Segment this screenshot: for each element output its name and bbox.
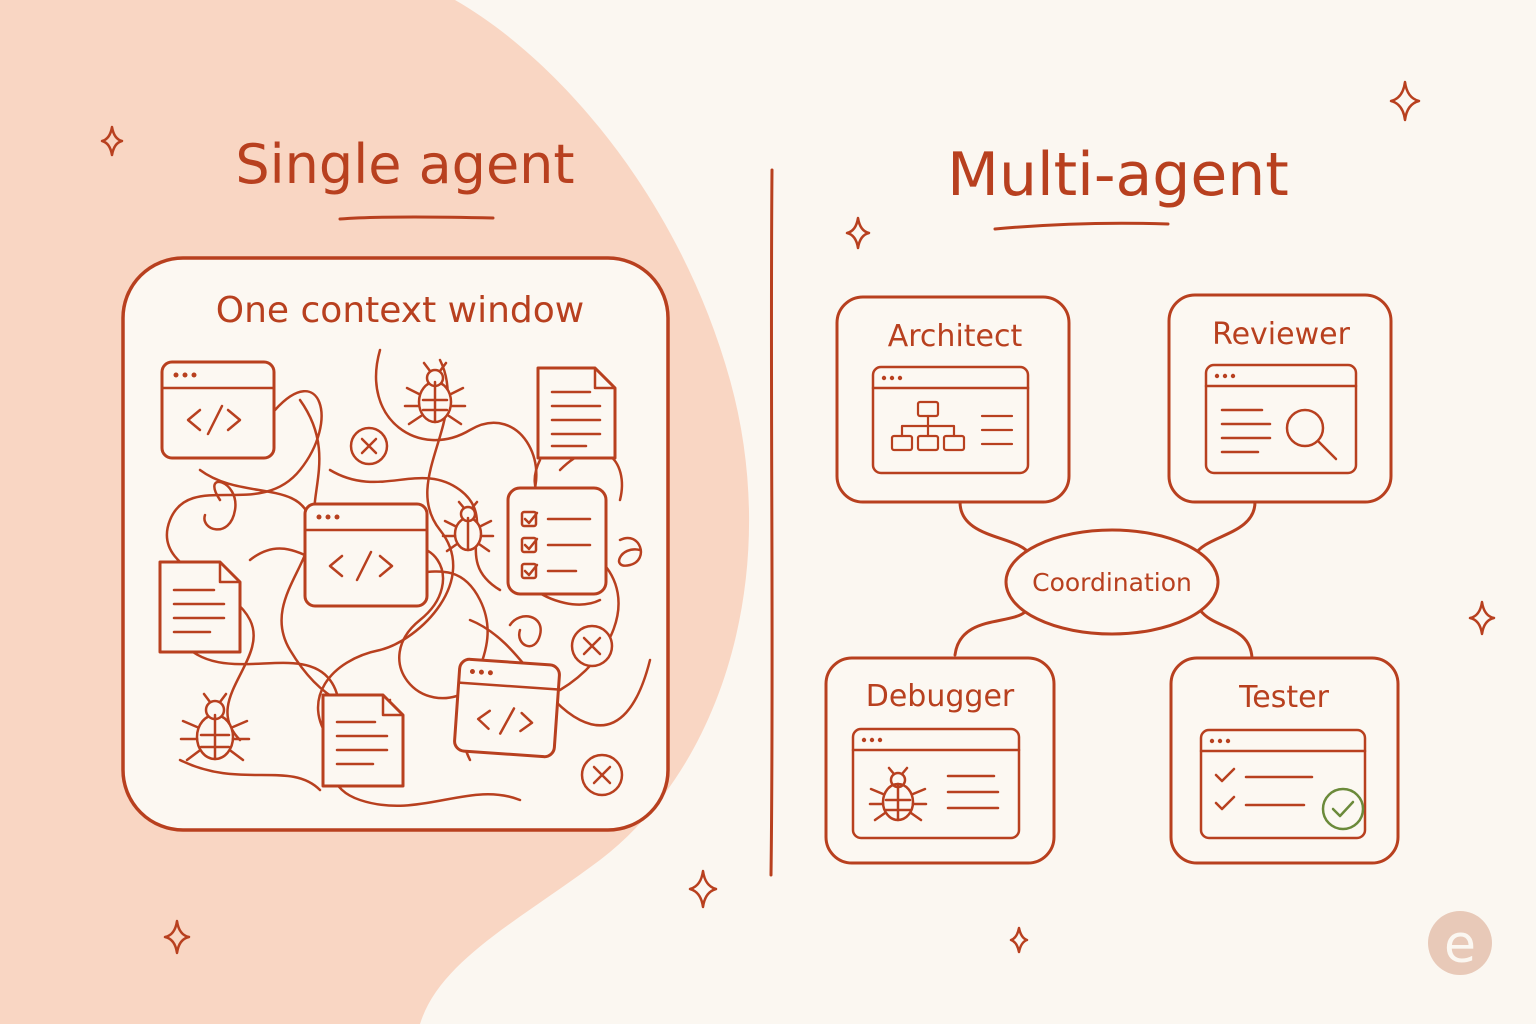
- error-circle-icon: [570, 624, 614, 668]
- agent-card-architect: Architect: [835, 295, 1071, 504]
- sparkle-icon: [845, 216, 871, 250]
- sparkle-icon: [1468, 600, 1496, 636]
- bug-icon: [179, 692, 251, 762]
- title-underline: [993, 221, 1170, 231]
- document-icon: [536, 366, 617, 460]
- panel-divider: [769, 168, 774, 877]
- coordination-hub: Coordination: [1004, 528, 1220, 636]
- agent-label-reviewer: Reviewer: [1212, 317, 1350, 352]
- agent-card-debugger: Debugger: [824, 656, 1056, 865]
- brand-logo-letter: e: [1444, 915, 1476, 975]
- green-check-icon: [1321, 787, 1365, 831]
- sparkle-icon: [688, 869, 718, 909]
- checkmark-window-icon: [1199, 728, 1367, 840]
- bug-window-icon: [851, 727, 1021, 840]
- multi-agent-title: Multi-agent: [947, 140, 1289, 210]
- agent-label-architect: Architect: [888, 319, 1023, 354]
- error-circle-icon: [349, 426, 389, 466]
- agent-card-reviewer: Reviewer: [1167, 293, 1393, 504]
- agent-card-tester: Tester: [1169, 656, 1400, 865]
- magnifier-window-icon: [1204, 363, 1358, 475]
- coordination-label: Coordination: [1032, 568, 1192, 597]
- sparkle-icon: [100, 125, 124, 157]
- sparkle-icon: [1389, 80, 1421, 122]
- code-window-icon: [160, 360, 276, 460]
- code-window-icon: [303, 502, 429, 608]
- checklist-icon: [506, 486, 608, 596]
- connector-lines: [953, 500, 1257, 660]
- brand-logo: e: [1428, 911, 1492, 975]
- bug-icon: [403, 361, 467, 426]
- title-underline: [338, 215, 495, 221]
- single-agent-title: Single agent: [235, 133, 574, 196]
- context-window-label: One context window: [216, 290, 584, 331]
- code-window-icon: [453, 657, 561, 759]
- flowchart-window-icon: [871, 365, 1030, 475]
- sparkle-icon: [163, 919, 191, 955]
- document-icon: [321, 693, 405, 788]
- bug-icon: [441, 500, 495, 553]
- sparkle-icons: [100, 80, 1496, 955]
- agent-label-debugger: Debugger: [866, 679, 1015, 714]
- sparkle-icon: [1009, 926, 1029, 954]
- agent-label-tester: Tester: [1238, 680, 1330, 715]
- error-circle-icon: [580, 753, 624, 797]
- document-icon: [158, 560, 242, 654]
